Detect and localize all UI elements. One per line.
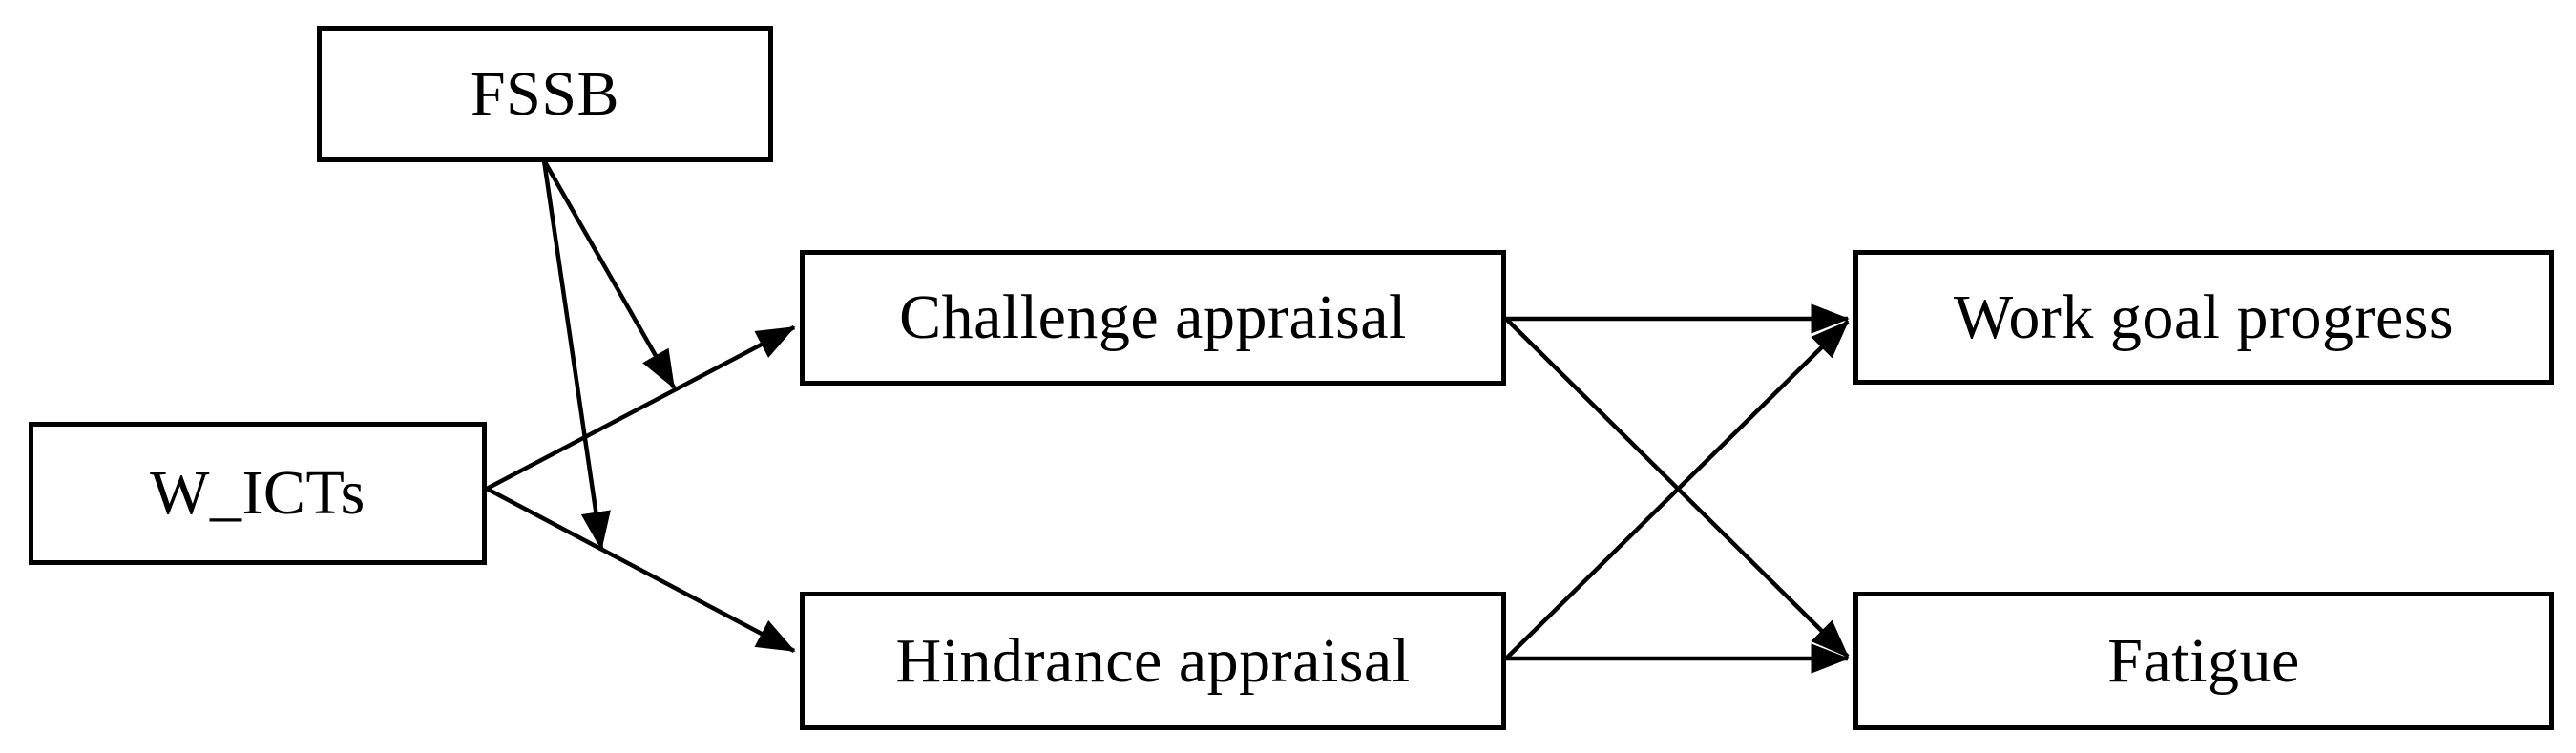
- node-work-goal-progress-label: Work goal progress: [1953, 282, 2455, 352]
- node-fatigue[interactable]: Fatigue: [1853, 592, 2554, 730]
- node-challenge-appraisal[interactable]: Challenge appraisal: [800, 250, 1506, 386]
- node-challenge-appraisal-label: Challenge appraisal: [899, 282, 1407, 353]
- edge-wicts-to-challenge: [485, 325, 796, 491]
- edge-hindrance-to-workgoal: [1504, 320, 1850, 660]
- node-fatigue-label: Fatigue: [2107, 625, 2300, 696]
- edge-challenge-to-fatigue: [1504, 317, 1850, 659]
- node-wicts[interactable]: W_ICTs: [29, 422, 487, 565]
- node-fssb-label: FSSB: [470, 58, 620, 129]
- node-hindrance-appraisal[interactable]: Hindrance appraisal: [800, 592, 1506, 730]
- edge-wicts-to-hindrance: [485, 487, 796, 653]
- node-wicts-label: W_ICTs: [150, 458, 366, 529]
- node-fssb[interactable]: FSSB: [317, 26, 773, 162]
- edge-fssb-moderates-hindrance: [541, 159, 611, 551]
- edges-group: [485, 158, 1850, 674]
- node-work-goal-progress[interactable]: Work goal progress: [1853, 250, 2554, 385]
- edge-fssb-moderates-challenge: [542, 158, 676, 389]
- node-hindrance-appraisal-label: Hindrance appraisal: [895, 625, 1411, 696]
